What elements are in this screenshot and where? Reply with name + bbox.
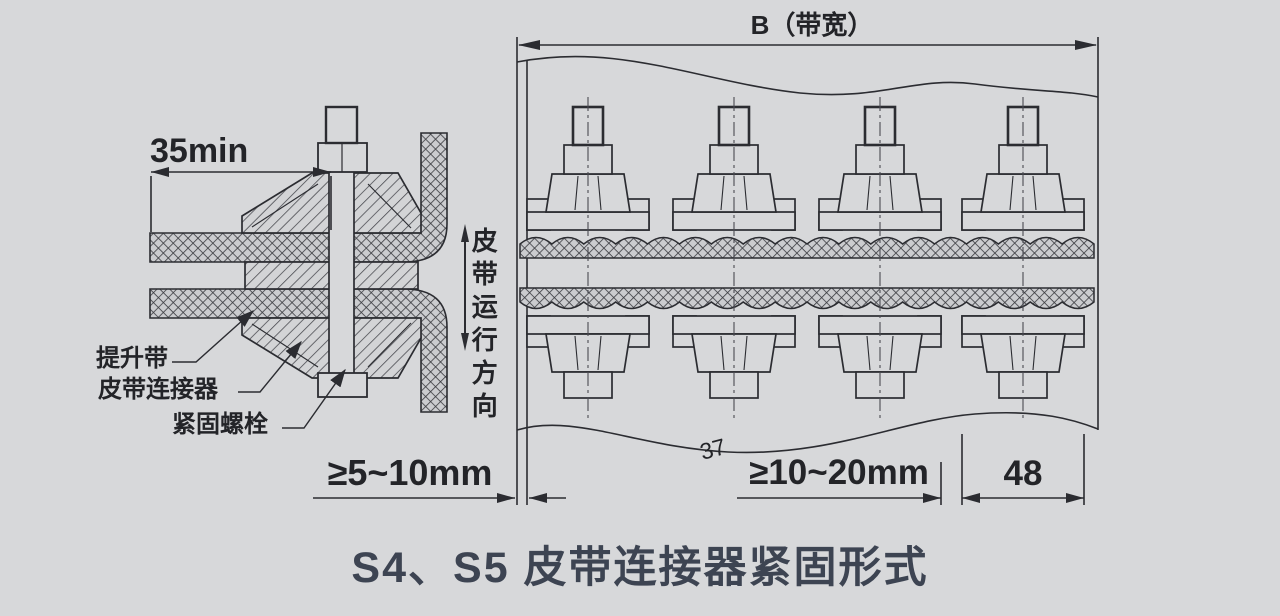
view-borders	[516, 37, 1099, 505]
belt-width-label: B（带宽）	[750, 10, 874, 40]
bolt-centerlines	[587, 97, 1024, 418]
dim-10-20mm-label: ≥10~20mm	[749, 453, 929, 492]
dim-48-label: 48	[1003, 454, 1043, 493]
top-break-line	[516, 55, 1099, 98]
upper-belt-plan	[519, 236, 1095, 259]
belt-connector-label: 皮带连接器	[98, 376, 218, 403]
bottom-break-line	[516, 411, 1099, 454]
plan-view	[516, 37, 1099, 505]
dim-arrow	[1066, 493, 1084, 503]
fastening-bolt-label: 紧固螺栓	[172, 411, 268, 438]
belt-direction-arrow	[461, 224, 469, 351]
bolt-shaft	[328, 164, 355, 378]
figure-caption: S4、S5 皮带连接器紧固形式	[351, 544, 929, 592]
leader-lines	[172, 310, 346, 429]
bolt-bottom-nut	[317, 372, 368, 398]
lower-belt-plan	[519, 287, 1095, 310]
bolt-head	[324, 105, 359, 145]
dim-arrow	[529, 493, 547, 503]
dim-arrow	[518, 40, 540, 50]
belt-direction-label: 皮带运行方向	[468, 227, 499, 425]
dim-arrow	[313, 167, 331, 177]
lifting-belt-label: 提升带	[96, 345, 168, 372]
dim-arrow	[151, 167, 169, 177]
dim-arrow	[497, 493, 515, 503]
dim-5-10mm-label: ≥5~10mm	[327, 452, 493, 493]
dim-35min-label: 35min	[150, 132, 249, 170]
dim-arrow	[923, 493, 941, 503]
dim-arrow	[962, 493, 980, 503]
cross-section-view	[149, 105, 566, 503]
dim-arrow	[1075, 40, 1097, 50]
dim-35min	[150, 171, 332, 232]
wedge-chamfer-lines	[251, 183, 412, 368]
